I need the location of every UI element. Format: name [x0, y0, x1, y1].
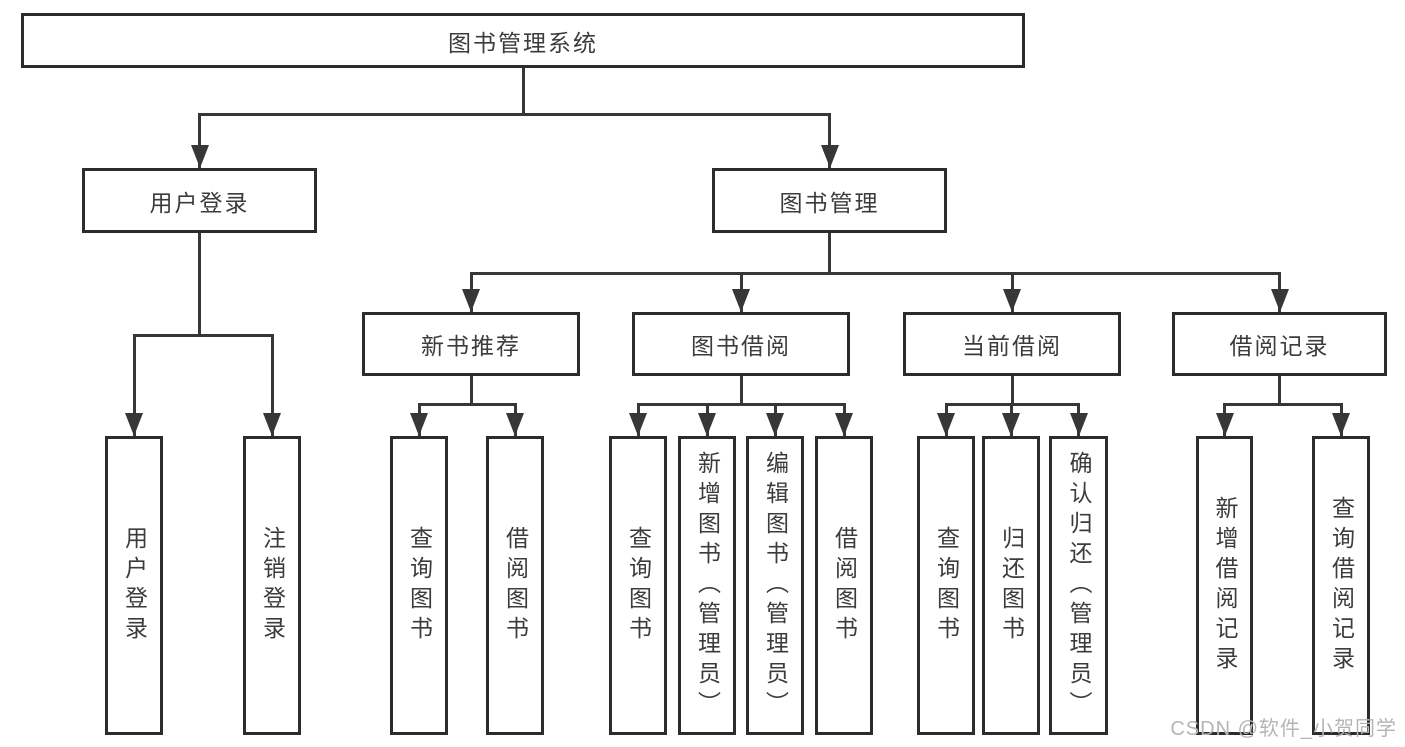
- node-root: 图书管理系统: [21, 13, 1025, 68]
- node-user-login: 用户登录: [82, 168, 317, 233]
- arrow-down-icon: [1270, 289, 1289, 312]
- node-leaf-bb-query: 查询图书: [609, 436, 667, 735]
- node-leaf-cb-return: 归还图书: [982, 436, 1040, 735]
- arrow-down-icon: [698, 413, 716, 436]
- edge-stub-book-mgmt: [828, 233, 831, 275]
- node-leaf-user-login: 用户登录: [105, 436, 163, 735]
- node-leaf-logout: 注销登录: [243, 436, 301, 735]
- arrow-down-icon: [263, 413, 281, 436]
- node-borrow-records: 借阅记录: [1172, 312, 1387, 376]
- arrow-down-icon: [820, 145, 839, 168]
- edge-drop-book-mgmt: [828, 113, 831, 168]
- arrow-down-icon: [1069, 413, 1088, 436]
- edge-split-book-borrow: [636, 403, 846, 406]
- edge-stub-current-borrow: [1010, 376, 1014, 406]
- edge-drop-leaf-user-login: [132, 334, 136, 436]
- node-leaf-nb-query: 查询图书: [390, 436, 448, 735]
- edge-stub-user-login: [198, 233, 201, 337]
- arrow-down-icon: [410, 413, 428, 436]
- edge-drop-leaf-logout: [270, 334, 274, 436]
- arrow-down-icon: [1215, 413, 1234, 436]
- edge-split-new-book-rec: [417, 403, 517, 406]
- node-leaf-cb-confirm: 确认归还（管理员）: [1049, 436, 1108, 735]
- node-leaf-bb-borrow: 借阅图书: [815, 436, 873, 735]
- node-book-borrow: 图书借阅: [632, 312, 850, 376]
- arrow-down-icon: [190, 145, 209, 168]
- arrow-down-icon: [1003, 289, 1021, 312]
- edge-stub-book-borrow: [739, 376, 743, 406]
- arrow-down-icon: [766, 413, 784, 436]
- node-leaf-bb-edit: 编辑图书（管理员）: [746, 436, 804, 735]
- edge-stub-root: [521, 68, 525, 116]
- arrow-down-icon: [835, 413, 853, 436]
- arrow-down-icon: [125, 413, 143, 436]
- node-leaf-bb-add: 新增图书（管理员）: [678, 436, 736, 735]
- node-current-borrow: 当前借阅: [903, 312, 1121, 376]
- arrow-down-icon: [1332, 413, 1350, 436]
- edge-drop-user-login: [198, 113, 201, 168]
- edge-split-book-mgmt: [469, 272, 1281, 275]
- edge-stub-borrow-records: [1278, 376, 1281, 406]
- arrow-down-icon: [732, 289, 750, 312]
- node-new-book-rec: 新书推荐: [362, 312, 580, 376]
- arrow-down-icon: [629, 413, 647, 436]
- arrow-down-icon: [506, 413, 524, 436]
- edge-split-root: [198, 113, 831, 116]
- node-book-mgmt: 图书管理: [712, 168, 947, 233]
- arrow-down-icon: [462, 289, 480, 312]
- node-leaf-cb-query: 查询图书: [917, 436, 975, 735]
- arrow-down-icon: [937, 413, 955, 436]
- node-leaf-br-query: 查询借阅记录: [1312, 436, 1370, 735]
- edge-split-borrow-records: [1223, 403, 1343, 406]
- node-leaf-nb-borrow: 借阅图书: [486, 436, 544, 735]
- node-leaf-br-add: 新增借阅记录: [1196, 436, 1253, 735]
- edge-stub-new-book-rec: [469, 376, 473, 406]
- edge-split-user-login: [132, 334, 274, 337]
- arrow-down-icon: [1002, 413, 1020, 436]
